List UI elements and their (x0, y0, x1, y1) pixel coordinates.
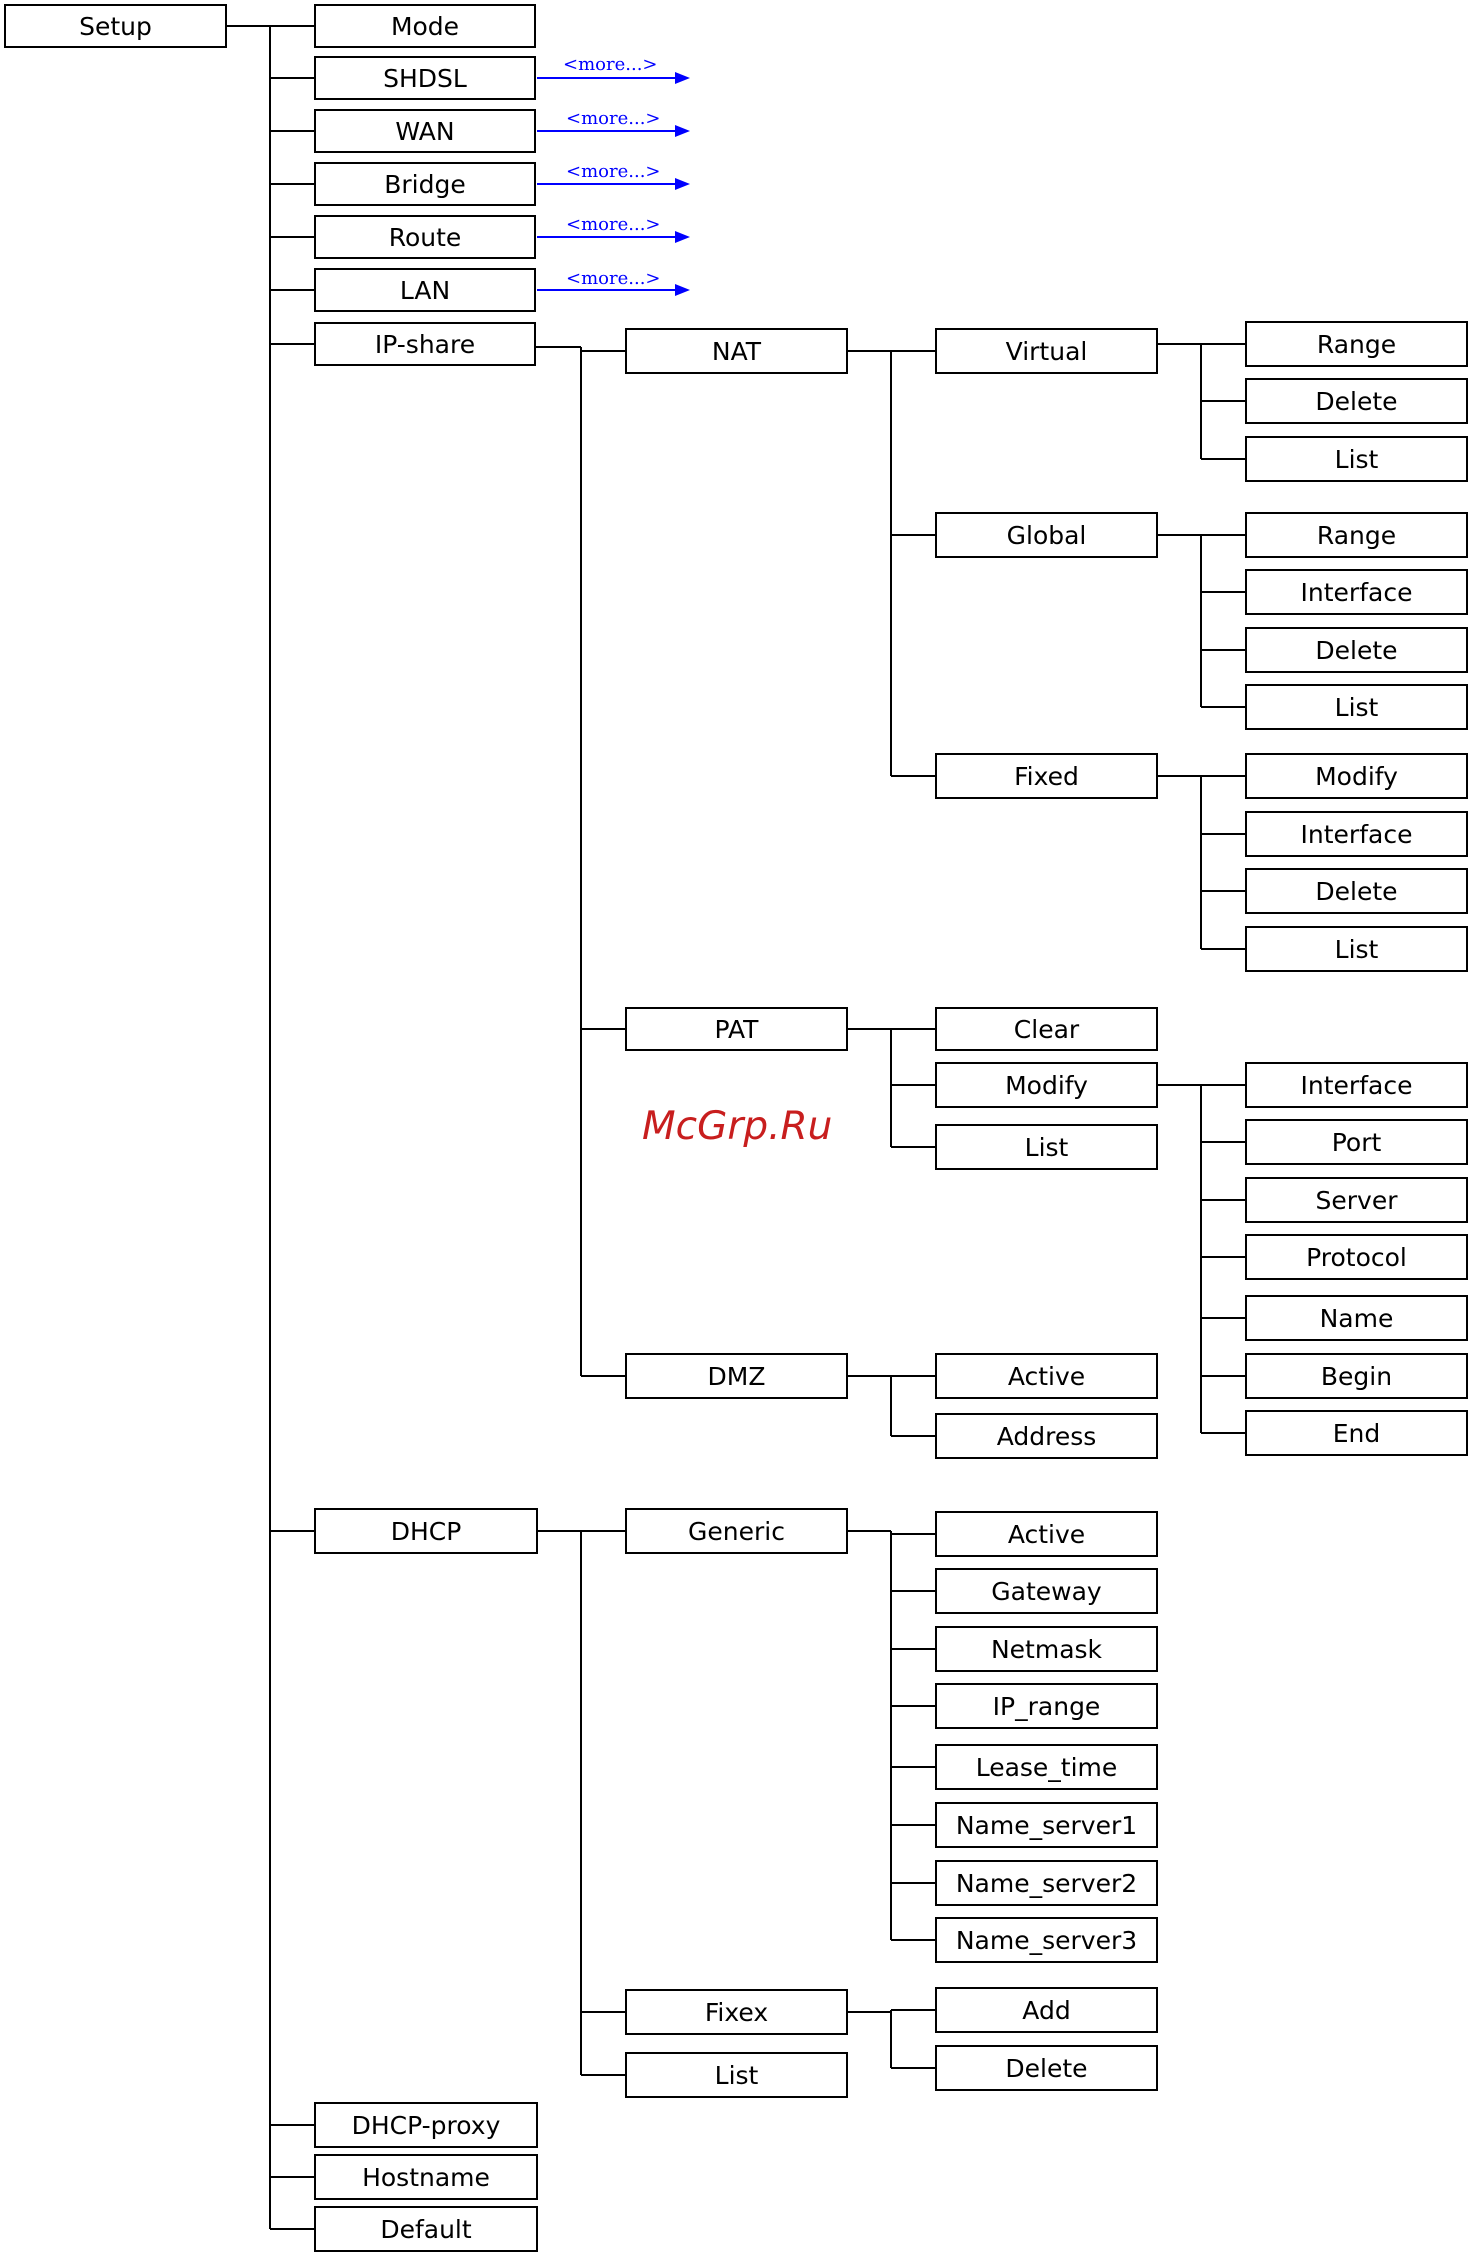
node-pat-modify: Modify (935, 1062, 1158, 1108)
node-dhcp: DHCP (314, 1508, 538, 1554)
node-fixed: Fixed (935, 753, 1158, 799)
node-global-delete: Delete (1245, 627, 1468, 673)
node-wan: WAN (314, 109, 536, 153)
node-virtual-range: Range (1245, 321, 1468, 367)
more-link-lan[interactable]: <more...> (566, 268, 661, 289)
node-fixed-delete: Delete (1245, 868, 1468, 914)
node-pat-modify-end: End (1245, 1410, 1468, 1456)
more-link-wan[interactable]: <more...> (566, 108, 661, 129)
node-mode: Mode (314, 4, 536, 48)
node-pat-modify-name: Name (1245, 1295, 1468, 1341)
more-arrow-wan[interactable] (537, 125, 690, 137)
node-global-range: Range (1245, 512, 1468, 558)
node-dhcp-proxy: DHCP-proxy (314, 2102, 538, 2148)
node-virtual-delete: Delete (1245, 378, 1468, 424)
node-generic: Generic (625, 1508, 848, 1554)
node-fixed-list: List (1245, 926, 1468, 972)
node-generic-name-server2: Name_server2 (935, 1860, 1158, 1906)
node-dmz: DMZ (625, 1353, 848, 1399)
node-generic-netmask: Netmask (935, 1626, 1158, 1672)
node-pat: PAT (625, 1007, 848, 1051)
node-ip-share: IP-share (314, 322, 536, 366)
node-pat-list: List (935, 1124, 1158, 1170)
node-generic-ip-range: IP_range (935, 1683, 1158, 1729)
node-generic-active: Active (935, 1511, 1158, 1557)
node-default: Default (314, 2206, 538, 2252)
more-arrow-bridge[interactable] (537, 178, 690, 190)
node-dhcp-list: List (625, 2052, 848, 2098)
node-global-interface: Interface (1245, 569, 1468, 615)
watermark-text: McGrp.Ru (642, 1104, 833, 1149)
node-setup: Setup (4, 4, 227, 48)
node-lan: LAN (314, 268, 536, 312)
node-pat-modify-server: Server (1245, 1177, 1468, 1223)
node-route: Route (314, 215, 536, 259)
node-generic-lease-time: Lease_time (935, 1744, 1158, 1790)
node-global-list: List (1245, 684, 1468, 730)
more-link-shdsl[interactable]: <more...> (563, 54, 658, 75)
node-dmz-active: Active (935, 1353, 1158, 1399)
node-bridge: Bridge (314, 162, 536, 206)
node-hostname: Hostname (314, 2154, 538, 2200)
node-fixed-modify: Modify (1245, 753, 1468, 799)
node-pat-modify-begin: Begin (1245, 1353, 1468, 1399)
node-nat: NAT (625, 328, 848, 374)
node-virtual-list: List (1245, 436, 1468, 482)
node-pat-modify-interface: Interface (1245, 1062, 1468, 1108)
node-virtual: Virtual (935, 328, 1158, 374)
node-fixex: Fixex (625, 1989, 848, 2035)
more-arrow-shdsl[interactable] (537, 72, 690, 84)
more-arrow-route[interactable] (537, 231, 690, 243)
node-pat-modify-port: Port (1245, 1119, 1468, 1165)
node-dmz-address: Address (935, 1413, 1158, 1459)
node-generic-name-server1: Name_server1 (935, 1802, 1158, 1848)
node-global: Global (935, 512, 1158, 558)
more-link-route[interactable]: <more...> (566, 214, 661, 235)
node-fixex-add: Add (935, 1987, 1158, 2033)
more-link-bridge[interactable]: <more...> (566, 161, 661, 182)
node-pat-clear: Clear (935, 1007, 1158, 1051)
node-fixed-interface: Interface (1245, 811, 1468, 857)
node-generic-name-server3: Name_server3 (935, 1917, 1158, 1963)
node-fixex-delete: Delete (935, 2045, 1158, 2091)
more-arrow-lan[interactable] (537, 284, 690, 296)
node-shdsl: SHDSL (314, 56, 536, 100)
node-pat-modify-protocol: Protocol (1245, 1234, 1468, 1280)
node-generic-gateway: Gateway (935, 1568, 1158, 1614)
